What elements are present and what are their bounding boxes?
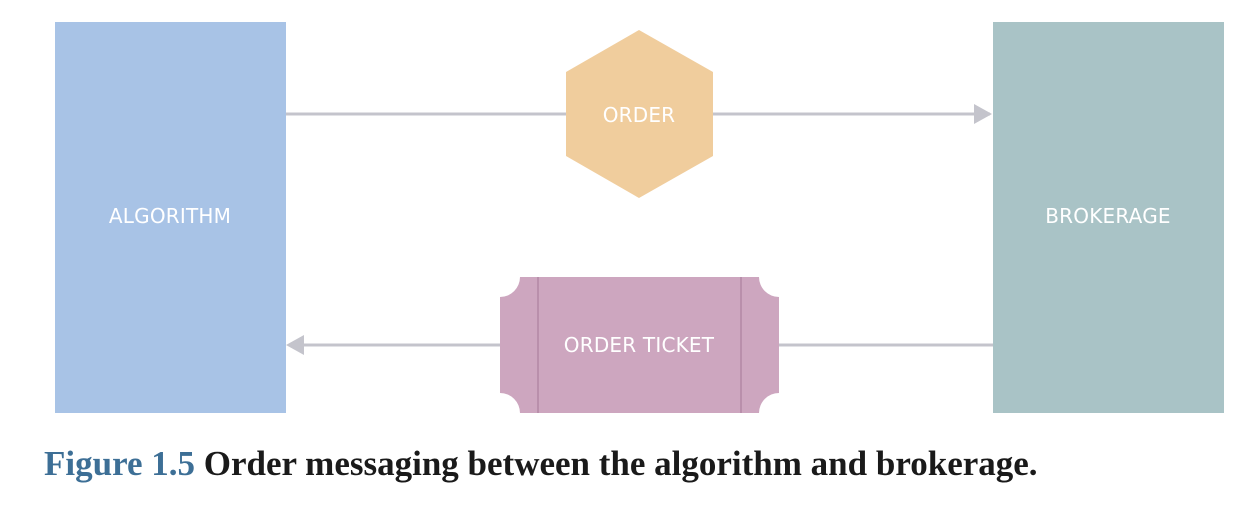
order-hexagon — [566, 30, 713, 198]
order-arrowhead — [974, 104, 992, 124]
brokerage-label: BROKERAGE — [1045, 204, 1170, 228]
order-label: ORDER — [603, 103, 676, 127]
algorithm-box — [55, 22, 286, 413]
brokerage-node: BROKERAGE — [993, 22, 1224, 413]
brokerage-box — [993, 22, 1224, 413]
ticket-arrowhead — [286, 335, 304, 355]
figure-caption: Figure 1.5 Order messaging between the a… — [44, 440, 1224, 488]
order-ticket-node: ORDER TICKET — [500, 277, 779, 413]
figure-number: Figure 1.5 — [44, 444, 196, 483]
figure-caption-text: Order messaging between the algorithm an… — [203, 444, 1038, 483]
order-ticket-label: ORDER TICKET — [564, 333, 715, 357]
algorithm-node: ALGORITHM — [55, 22, 286, 413]
algorithm-label: ALGORITHM — [109, 204, 231, 228]
order-node: ORDER — [566, 30, 713, 198]
order-ticket-shape — [500, 277, 779, 413]
